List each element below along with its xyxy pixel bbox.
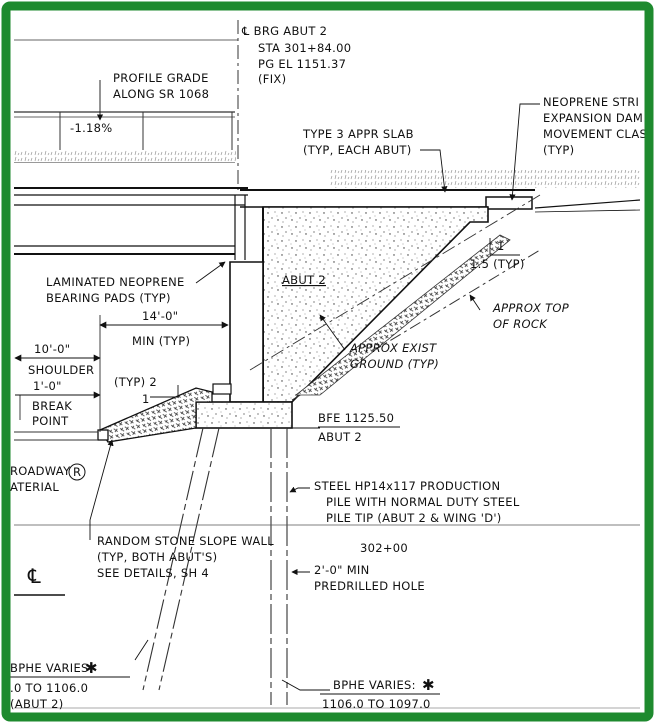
stone-wall-label-3: SEE DETAILS, SH 4 [97,566,209,580]
bphe-left-range: .0 TO 1106.0 [10,681,88,695]
approx-rock-label-2: OF ROCK [493,317,548,331]
pg-el-label: PG EL 1151.37 [258,57,346,71]
stone-slope-left [99,387,213,443]
profile-grade-label: PROFILE GRADE [113,71,209,85]
cl-brg-label: ℄ BRG ABUT 2 [241,24,327,38]
leaders [89,80,540,691]
break-point-label-2: POINT [32,414,69,428]
stone-slope-right [294,234,511,396]
lam-pads-label-2: BEARING PADS (TYP) [46,291,171,305]
slope-15-label: 1.5 (TYP) [470,257,525,271]
roadway-label: ROADWAY [10,464,71,478]
roadway-circle-icon [68,463,86,481]
bearing-pad [212,383,232,395]
stone-wall-label-2: (TYP, BOTH ABUT'S) [97,550,217,564]
dim-1-label: 1'-0" [33,379,62,393]
abutment-backwall [262,206,489,403]
fix-label: (FIX) [258,72,286,86]
asterisk-icon-2: ✱ [422,676,435,694]
bphe-left-label: BPHE VARIES: [10,661,93,675]
pile-vertical [270,428,288,705]
abut-2-inner-label: ABUT 2 [282,273,326,287]
girder [14,187,248,260]
ground-hatch-right [330,170,640,188]
pile-battered [142,427,220,691]
appr-slab-label-2: (TYP, EACH ABUT) [303,143,412,157]
ground-hatch-left [14,150,236,162]
break-point-label: BREAK [32,399,72,413]
bphe-right-label: BPHE VARIES: [333,678,416,692]
bfe-label: BFE 1125.50 [318,411,394,425]
typ1-label: 1 [142,392,150,406]
roadway-circle-label: R [73,465,81,479]
bphe-left-abut: (ABUT 2) [10,697,64,711]
approx-rock-label: APPROX TOP [492,301,569,315]
neoprene-strip-label-3: MOVEMENT CLAS [543,127,647,141]
abut-2-label: ABUT 2 [318,430,362,444]
neoprene-strip-label-2: EXPANSION DAM [543,111,643,125]
steel-pile-label-2: PILE WITH NORMAL DUTY STEEL [326,495,520,509]
lam-pads-label: LAMINATED NEOPRENE [46,275,185,289]
slope-1-label: 1 [497,239,505,253]
exist-ground-label: APPROX EXIST [349,341,437,355]
dim-10-label: 10'-0" [34,342,70,356]
shoulder-label: SHOULDER [28,363,94,377]
steel-pile-label-3: PILE TIP (ABUT 2 & WING 'D') [326,511,502,525]
expansion-dam [485,196,533,210]
roadway-label-2: ATERIAL [10,480,59,494]
min-typ-label: MIN (TYP) [132,334,190,348]
predrill-label-2: PREDRILLED HOLE [314,579,425,593]
typ2-label: (TYP) 2 [114,375,157,389]
exist-ground-label-2: GROUND (TYP) [350,357,439,371]
grade-percent: -1.18% [70,121,112,135]
steel-pile-label: STEEL HP14x117 PRODUCTION [314,479,500,493]
appr-slab-label: TYPE 3 APPR SLAB [302,127,414,141]
profile-grade-label-2: ALONG SR 1068 [113,87,209,101]
abutment-stem [229,261,264,403]
asterisk-icon: ✱ [85,659,98,677]
neoprene-strip-label: NEOPRENE STRI [543,95,639,109]
dim-14-label: 14'-0" [142,309,178,323]
approx-exist-ground-line [249,194,541,371]
slope-triangle-right [489,238,520,256]
station-label: STA 301+84.00 [258,41,351,55]
stone-wall-label: RANDOM STONE SLOPE WALL [97,534,274,548]
slope-triangle-left [150,385,179,398]
abutment-cap [195,401,293,429]
station-302-label: 302+00 [360,541,408,555]
centerline-icon: ℄ [27,564,41,588]
neoprene-strip-label-4: (TYP) [543,143,574,157]
toe-block [97,429,109,441]
bphe-right-range: 1106.0 TO 1097.0 [322,697,431,711]
predrill-label: 2'-0" MIN [314,563,370,577]
